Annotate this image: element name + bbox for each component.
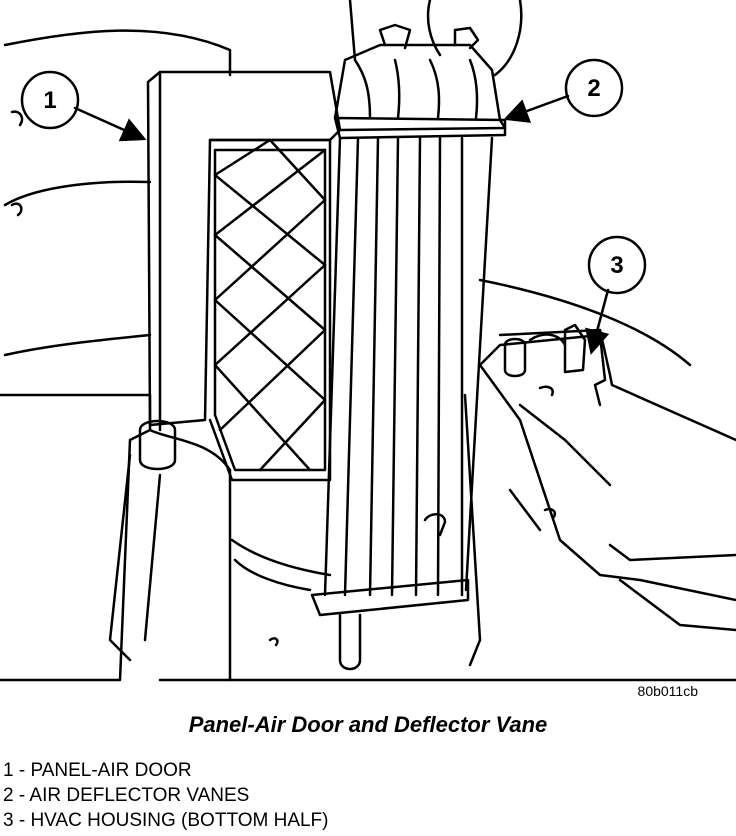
callout-3-number: 3 bbox=[610, 252, 623, 279]
panel-air-door bbox=[146, 70, 342, 482]
callout-1 bbox=[20, 70, 147, 142]
hvac-diagram: 1 2 3 bbox=[0, 0, 736, 682]
figure-id: 80b011cb bbox=[637, 683, 698, 699]
air-deflector-vanes bbox=[310, 23, 507, 671]
legend-list: 1 - PANEL-AIR DOOR 2 - AIR DEFLECTOR VAN… bbox=[3, 758, 329, 833]
legend-item: 2 - AIR DEFLECTOR VANES bbox=[3, 785, 250, 806]
callout-2-number: 2 bbox=[587, 75, 600, 102]
legend-item: 1 - PANEL-AIR DOOR bbox=[3, 760, 192, 781]
hvac-housing-bottom bbox=[158, 278, 736, 682]
legend-item: 3 - HVAC HOUSING (BOTTOM HALF) bbox=[3, 810, 329, 831]
callout-1-number: 1 bbox=[43, 87, 56, 114]
callout-3 bbox=[585, 235, 647, 355]
callout-2 bbox=[503, 58, 624, 123]
figure-caption: Panel-Air Door and Deflector Vane bbox=[188, 712, 548, 737]
upper-housing-outline bbox=[3, 0, 523, 357]
left-guide-rail bbox=[0, 393, 232, 682]
